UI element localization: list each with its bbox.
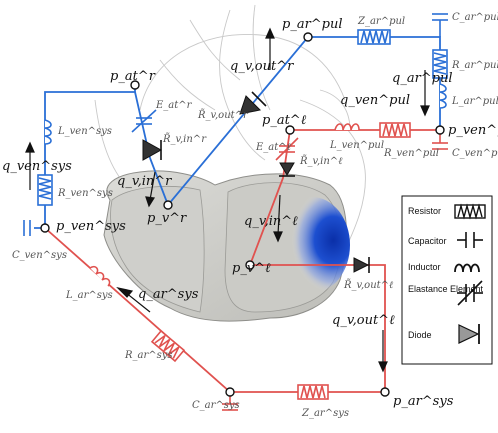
svg-text:q_v,out^ℓ: q_v,out^ℓ <box>332 313 395 328</box>
legend-label-resistor: Resistor <box>408 206 441 216</box>
svg-text:R̃_v,in^r: R̃_v,in^r <box>162 133 207 145</box>
svg-text:p_at^r: p_at^r <box>110 69 156 84</box>
svg-text:R̃_v,out^ℓ: R̃_v,out^ℓ <box>343 279 393 291</box>
inductor-L_ar_pul <box>439 83 447 109</box>
svg-text:p_v^r: p_v^r <box>147 211 187 226</box>
legend: Resistor Capacitor Inductor Elastance El… <box>401 195 493 365</box>
svg-text:p_ven^pul: p_ven^pul <box>448 123 498 138</box>
inductor-L_ar_sys <box>89 265 111 287</box>
pressure-nodes <box>40 32 445 397</box>
svg-text:L_ven^pul: L_ven^pul <box>329 140 384 151</box>
inductor-L_ven_sys <box>44 119 52 145</box>
resistor-R_ven_pul <box>379 122 411 138</box>
svg-text:C_ven^sys: C_ven^sys <box>12 250 67 261</box>
svg-text:Z_ar^sys: Z_ar^sys <box>301 408 349 419</box>
capacitor-icon <box>457 232 483 248</box>
svg-text:R_ven^pul: R_ven^pul <box>383 148 439 159</box>
svg-text:L_ar^pul: L_ar^pul <box>451 96 498 107</box>
svg-text:E_at^ℓ: E_at^ℓ <box>255 142 291 153</box>
svg-text:R_ven^sys: R_ven^sys <box>57 188 113 199</box>
svg-text:q_v,out^r: q_v,out^r <box>230 59 294 74</box>
svg-text:R_ar^pul: R_ar^pul <box>451 60 498 71</box>
heart-anatomy-sketch <box>94 4 366 261</box>
svg-text:p_at^ℓ: p_at^ℓ <box>262 113 307 128</box>
heart-ventricles <box>103 170 350 322</box>
svg-text:R̃_v,out^r: R̃_v,out^r <box>197 109 249 121</box>
resistor-Z_ar_sys <box>297 384 329 400</box>
component-symbols <box>23 13 448 411</box>
legend-label-diode: Diode <box>408 330 432 340</box>
svg-text:q_ven^pul: q_ven^pul <box>340 93 410 108</box>
svg-text:q_v,in^r: q_v,in^r <box>117 174 172 189</box>
legend-label-elastance: Elastance Element <box>408 284 484 294</box>
svg-text:R̃_v,in^ℓ: R̃_v,in^ℓ <box>299 155 342 167</box>
inductor-icon <box>454 263 480 273</box>
svg-text:C_ar^pul: C_ar^pul <box>452 12 498 23</box>
diode-R_v_in_l <box>279 162 295 176</box>
svg-text:q_ar^sys: q_ar^sys <box>138 287 199 302</box>
flow-labels: q_v,out^r q_v,in^r q_ar^pul q_ven^pul q_… <box>2 59 453 328</box>
diode-R_v_in_r <box>142 139 163 161</box>
svg-text:C_ar^sys: C_ar^sys <box>192 400 240 411</box>
node-labels: p_at^r p_v^r p_ar^pul p_ven^pul p_at^ℓ p… <box>56 17 498 409</box>
component-labels: Z_ar^pul C_ar^pul R_ar^pul L_ar^pul C_ve… <box>12 12 498 419</box>
svg-text:p_v^ℓ: p_v^ℓ <box>232 261 271 276</box>
svg-text:R_ar^sys: R_ar^sys <box>124 350 173 361</box>
svg-text:q_v,in^ℓ: q_v,in^ℓ <box>244 214 298 229</box>
svg-text:p_ar^sys: p_ar^sys <box>393 394 454 409</box>
elastance-icon <box>457 280 483 306</box>
svg-text:L_ar^sys: L_ar^sys <box>65 290 113 301</box>
resistor-icon <box>454 203 486 220</box>
legend-label-capacitor: Capacitor <box>408 236 447 246</box>
inductor-L_ven_pul <box>334 123 360 131</box>
flow-arrows <box>25 27 430 373</box>
diode-R_v_out_r <box>239 95 262 115</box>
svg-text:L_ven^sys: L_ven^sys <box>57 126 112 137</box>
svg-text:p_ven^sys: p_ven^sys <box>56 219 126 234</box>
svg-text:p_ar^pul: p_ar^pul <box>282 17 343 32</box>
svg-text:E_at^r: E_at^r <box>155 100 193 111</box>
svg-text:q_ar^pul: q_ar^pul <box>392 71 453 86</box>
svg-text:Z_ar^pul: Z_ar^pul <box>357 16 405 27</box>
svg-text:q_ven^sys: q_ven^sys <box>2 159 72 174</box>
diode-icon <box>458 324 480 344</box>
legend-label-inductor: Inductor <box>408 262 441 272</box>
svg-text:C_ven^pul: C_ven^pul <box>452 148 498 159</box>
resistor-R_ven_sys <box>37 174 53 206</box>
diode-R_v_out_l <box>353 257 370 273</box>
